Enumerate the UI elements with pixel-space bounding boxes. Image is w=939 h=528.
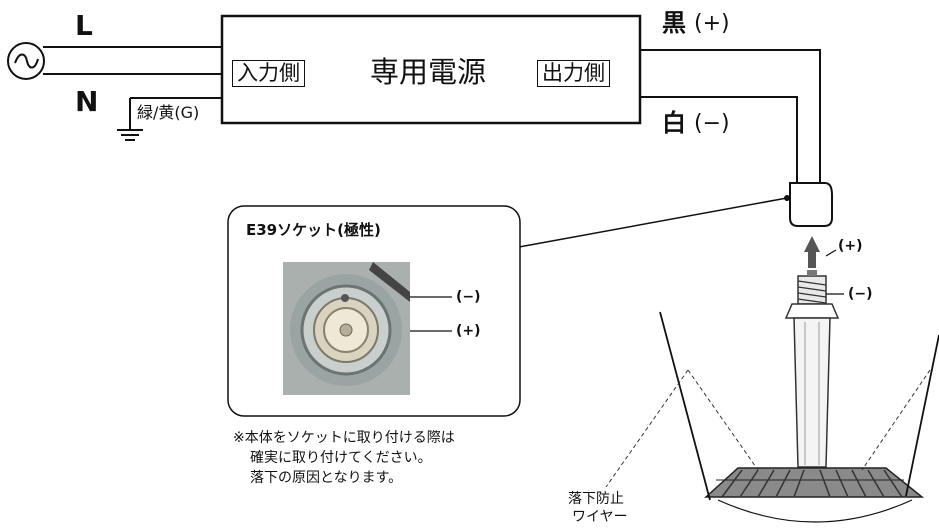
callout-line — [518, 197, 788, 248]
output-side-label: 出力側 — [537, 60, 610, 87]
black-wire — [640, 49, 821, 183]
note-line-1: ※本体をソケットに取り付ける際は — [233, 430, 455, 446]
safety-wire-left — [687, 369, 759, 471]
black-wire-polarity: (+) — [694, 11, 730, 36]
power-supply-box — [220, 14, 642, 125]
white-wire-label: 白 — [662, 109, 686, 137]
socket-title: E39ソケット(極性) — [246, 221, 381, 239]
ground-label: 緑/黄(G) — [137, 103, 200, 122]
reflector-left — [659, 311, 711, 501]
white-wire — [640, 96, 798, 183]
safety-wire-leader — [605, 369, 689, 488]
neutral-label: N — [75, 85, 99, 118]
ac-source-icon — [7, 42, 45, 80]
lamp-minus-label: (−) — [848, 286, 873, 302]
reflector-bottom — [717, 499, 913, 523]
black-wire-label: 黒 — [662, 9, 686, 37]
lamp-screw-base — [784, 270, 840, 319]
socket-photo — [283, 262, 410, 395]
safety-wire-label-2: ワイヤー — [572, 509, 628, 525]
socket-minus-label: (−) — [456, 289, 481, 305]
lamp-plus-label: (+) — [838, 238, 863, 254]
power-supply-title: 専用電源 — [370, 55, 487, 89]
lamp-heatsink — [704, 467, 925, 498]
socket-connector — [789, 182, 833, 227]
reflector-right — [905, 334, 939, 497]
insert-arrow-icon — [804, 236, 820, 268]
note-line-2: 確実に取り付けてください。 — [250, 450, 432, 466]
safety-wire-right — [861, 369, 931, 471]
line-label: L — [75, 9, 93, 42]
lamp-neck — [793, 317, 831, 468]
safety-wire-label-1: 落下防止 — [568, 491, 624, 507]
white-wire-polarity: (−) — [694, 111, 730, 136]
socket-plus-label: (+) — [456, 323, 481, 339]
note-line-3: 落下の原因となります。 — [250, 470, 403, 486]
input-side-label: 入力側 — [232, 60, 305, 87]
ground-symbol-icon — [117, 97, 222, 141]
